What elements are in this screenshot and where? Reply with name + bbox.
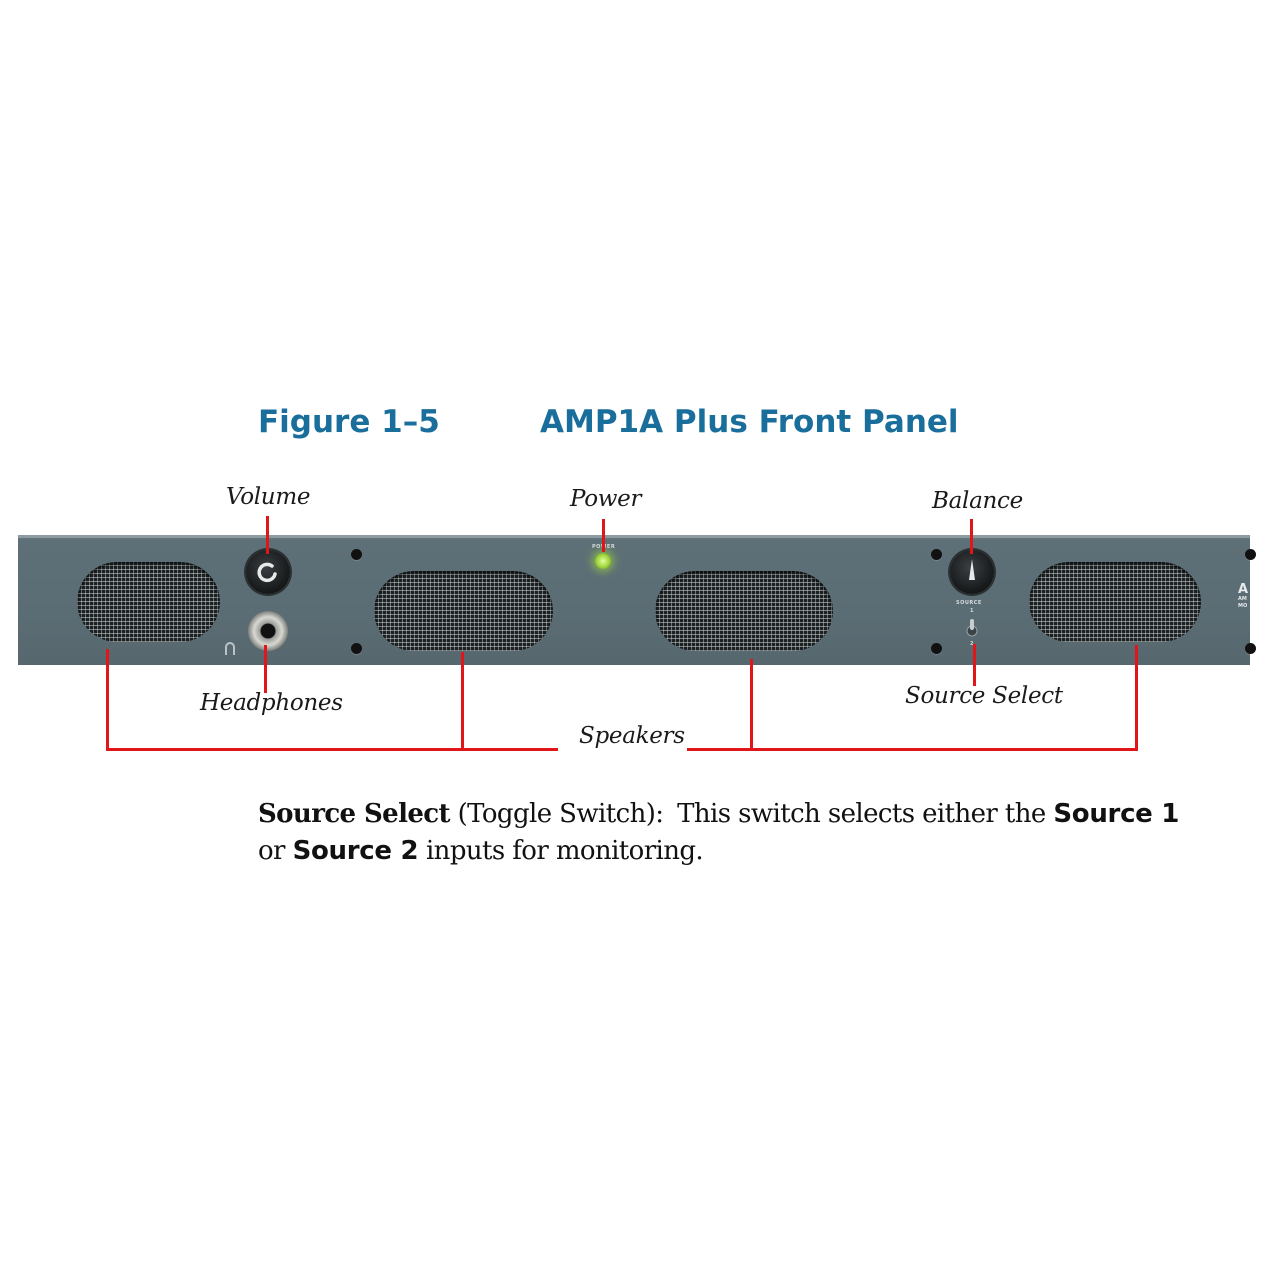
description-text-2: inputs for monitoring.: [425, 836, 704, 866]
callout-source-select: Source Select: [905, 683, 1063, 709]
toggle-switch-icon: [966, 619, 978, 637]
leader-line-speakers-left: [106, 748, 558, 751]
callout-volume: Volume: [226, 484, 311, 510]
description-line-1: Source Select (Toggle Switch): This swit…: [258, 799, 1179, 829]
leader-line-balance: [970, 519, 973, 554]
leader-line-speaker-2: [461, 652, 464, 751]
source-label: SOURCE: [956, 600, 982, 606]
description-term: Source Select: [258, 799, 451, 829]
rack-screw: [931, 643, 942, 654]
description-text-1: This switch selects either the: [677, 799, 1046, 829]
headphones-icon: [225, 642, 235, 655]
balance-knob-pointer-icon: [969, 559, 975, 580]
toggle-position-2: 2: [970, 641, 974, 647]
headphone-jack[interactable]: [248, 611, 288, 651]
callout-power: Power: [570, 486, 642, 512]
callout-balance: Balance: [932, 488, 1023, 514]
description-source-1: Source 1: [1053, 799, 1180, 829]
callout-headphones: Headphones: [200, 690, 343, 716]
speaker-grille-4: [1029, 562, 1201, 642]
volume-knob[interactable]: [246, 550, 290, 594]
callout-speakers: Speakers: [579, 723, 685, 749]
leader-line-source-select: [973, 644, 976, 686]
amp-front-panel: POWER SOURCE 1 2 A AM MO: [18, 535, 1256, 665]
description-or: or: [258, 836, 285, 866]
brand-logo: A AM MO: [1238, 582, 1249, 609]
rack-screw: [931, 549, 942, 560]
leader-line-speaker-3: [750, 659, 753, 751]
description-line-2: or Source 2 inputs for monitoring.: [258, 836, 704, 866]
volume-knob-indicator-icon: [257, 562, 277, 583]
speaker-grille-2: [374, 571, 553, 651]
figure-number: Figure 1–5: [258, 404, 440, 440]
toggle-position-1: 1: [970, 608, 974, 614]
speaker-grille-3: [655, 571, 833, 651]
leader-line-speakers-right: [687, 748, 1138, 751]
description-source-2: Source 2: [292, 836, 419, 866]
description-term-type: (Toggle Switch):: [457, 799, 664, 829]
rack-screw: [1245, 643, 1256, 654]
leader-line-speaker-1: [106, 649, 109, 751]
rack-screw: [351, 643, 362, 654]
leader-line-speaker-4: [1135, 645, 1138, 751]
speaker-grille-1: [77, 562, 220, 642]
leader-line-headphones: [264, 645, 267, 693]
rack-screw: [351, 549, 362, 560]
rack-screw: [1245, 549, 1256, 560]
leader-line-volume: [266, 516, 269, 554]
leader-line-power: [602, 519, 605, 552]
power-led: [595, 553, 611, 569]
source-select-toggle-switch[interactable]: [965, 617, 979, 639]
figure-title: AMP1A Plus Front Panel: [540, 404, 959, 440]
balance-knob[interactable]: [950, 550, 994, 594]
